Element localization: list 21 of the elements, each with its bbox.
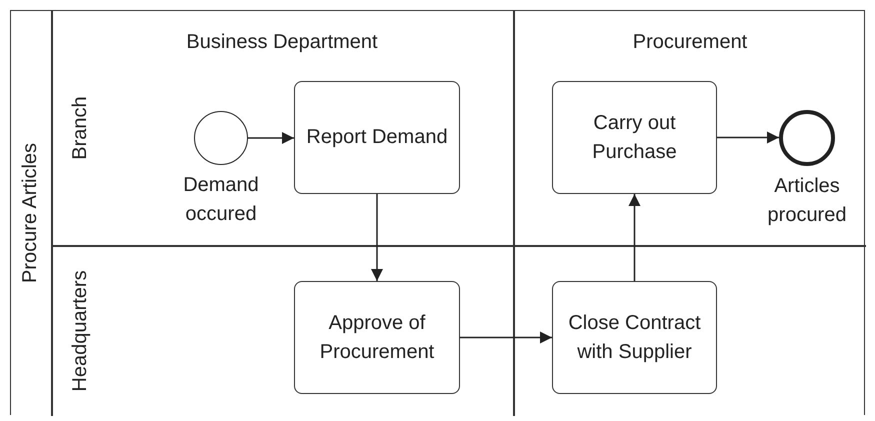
lane-label: Branch: [69, 96, 92, 160]
arrow: [371, 194, 383, 281]
task-label: Report Demand: [306, 125, 448, 150]
arrow: [717, 132, 779, 144]
column-header: Procurement: [632, 31, 748, 54]
pool-label: Procure Articles: [19, 142, 42, 284]
task-box: [294, 81, 460, 194]
task-label: Carry out Purchase: [591, 110, 678, 164]
event-label: Demand occured: [182, 173, 260, 227]
column-header: Business Department: [186, 31, 378, 54]
task-box: [294, 281, 460, 394]
task-label: Close Contract with Supplier: [567, 310, 702, 364]
task-label: Approve of Procurement: [318, 310, 436, 364]
arrow: [460, 332, 552, 344]
arrow: [248, 132, 294, 144]
pool-frame: [10, 10, 865, 415]
arrow: [628, 194, 640, 281]
lane-label: Headquarters: [69, 270, 92, 392]
event-label: Articles procured: [766, 174, 848, 228]
task-box: [552, 81, 717, 194]
task-box: [552, 281, 717, 394]
